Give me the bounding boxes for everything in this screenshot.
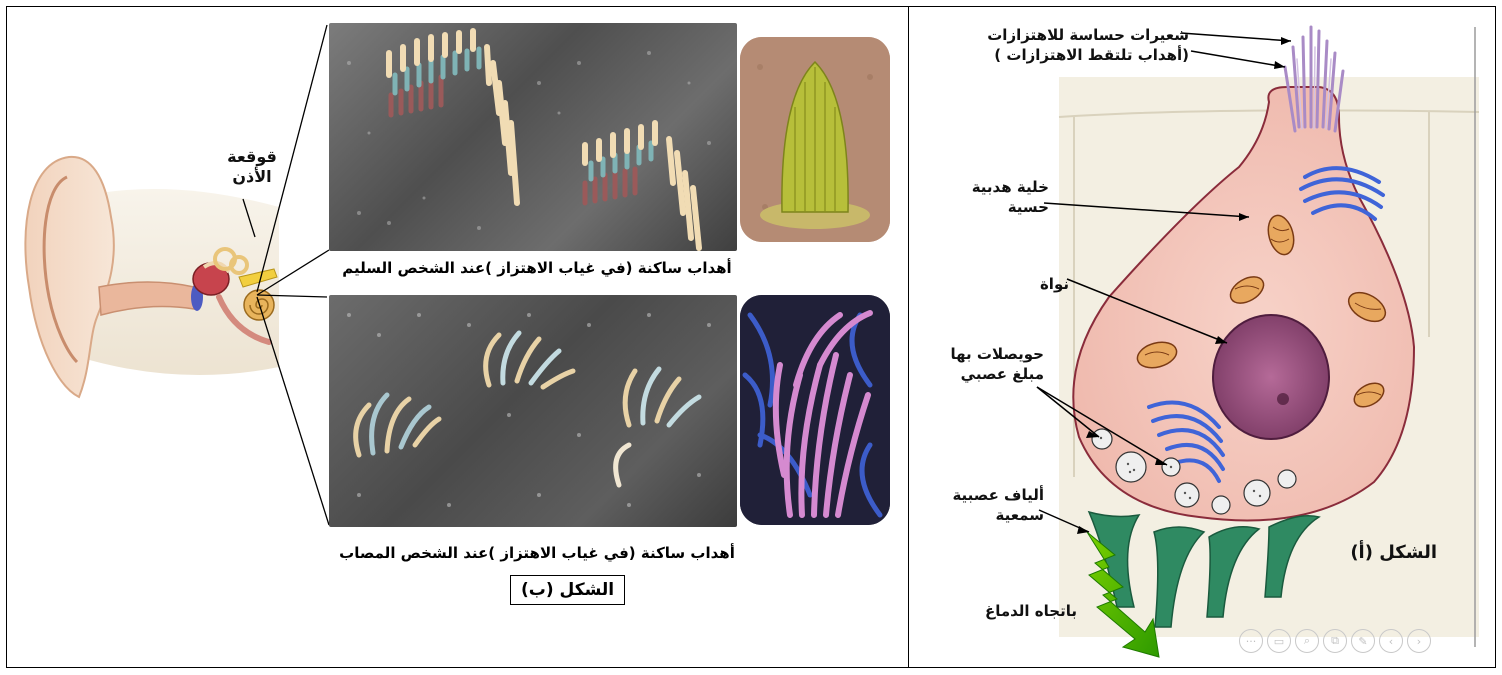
- slides-icon[interactable]: ⧉: [1323, 629, 1347, 653]
- sem-image-healthy: [329, 23, 737, 251]
- more-icon[interactable]: ···: [1239, 629, 1263, 653]
- label-nucleus: نواة: [1009, 275, 1069, 293]
- label-hairs: شعيرات حساسة للاهتزازات (أهداب تلتقط الا…: [959, 25, 1189, 66]
- sem-image-damaged: [329, 295, 737, 527]
- thumbnail-healthy-bundle: [740, 37, 890, 242]
- figure-a-label: الشكل (أ): [1327, 542, 1437, 563]
- label-vesicles: حويصلات بها مبلغ عصبي: [929, 344, 1044, 385]
- pen-icon[interactable]: ✎: [1351, 629, 1375, 653]
- prev-icon[interactable]: ‹: [1379, 629, 1403, 653]
- figure-b-panel: قوقعة الأذن: [6, 6, 910, 668]
- figure-a-panel: شعيرات حساسة للاهتزازات (أهداب تلتقط الا…: [908, 6, 1496, 668]
- figure-b-label: الشكل (ب): [510, 575, 625, 605]
- thumbnail-damaged-bundle: [740, 295, 890, 525]
- caption-healthy: أهداب ساكنة (في غياب الاهتزاز )عند الشخص…: [337, 259, 737, 277]
- label-to-brain: باتجاه الدماغ: [967, 602, 1077, 620]
- caption-damaged: أهداب ساكنة (في غياب الاهتزاز )عند الشخص…: [337, 544, 737, 562]
- label-nerve-fibers: ألياف عصبية سمعية: [939, 485, 1044, 526]
- subtitles-icon[interactable]: ▭: [1267, 629, 1291, 653]
- hair-cell-diagram: [909, 7, 1497, 669]
- label-hair-cell: خلية هدبية حسية: [949, 177, 1049, 218]
- slide-toolbar: ··· ▭ ⌕ ⧉ ✎ ‹ ›: [1239, 629, 1431, 653]
- zoom-icon[interactable]: ⌕: [1295, 629, 1319, 653]
- next-icon[interactable]: ›: [1407, 629, 1431, 653]
